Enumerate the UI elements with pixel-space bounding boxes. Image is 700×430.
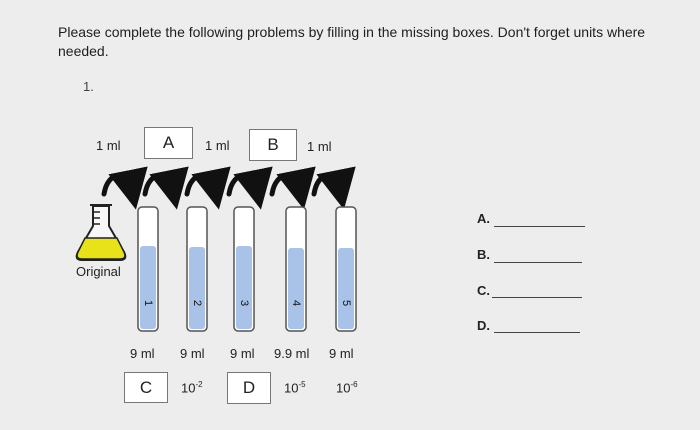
transfer-volume-3: 1 ml [307,139,332,154]
transfer-arrows [101,166,356,210]
dilution-factor-tube5: 10-6 [336,380,358,396]
arrow-1 [101,166,148,210]
arrow-2 [142,166,189,210]
answer-label-a: A. [477,211,490,226]
flask-label: Original [76,264,121,279]
answer-label-d: D. [477,318,490,333]
arrow-6 [311,166,356,210]
answer-box-d: D [227,372,271,404]
dilution-factor-tube4: 10-5 [284,380,306,396]
answer-blank-c[interactable] [492,297,582,298]
tube-volume-4: 9.9 ml [274,346,310,361]
answer-box-c: C [124,372,168,403]
test-tube-3 [233,206,255,332]
arrow-4 [226,166,273,210]
tube-volume-3: 9 ml [230,346,255,361]
tube-number-5: 5 [340,299,352,307]
answer-box-a: A [144,127,193,159]
test-tube-4 [285,206,307,332]
problem-number: 1. [83,79,94,94]
tube-volume-1: 9 ml [130,346,155,361]
answer-blank-a[interactable] [494,226,585,227]
instructions: Please complete the following problems b… [58,24,646,59]
answer-blank-d[interactable] [494,332,580,333]
transfer-volume-1: 1 ml [96,138,121,153]
arrow-3 [184,166,231,210]
test-tube-2 [186,206,208,332]
answer-label-c: C. [477,283,490,298]
answer-blank-b[interactable] [494,262,582,263]
arrow-5 [269,166,316,210]
transfer-volume-2: 1 ml [205,138,230,153]
tube-number-3: 3 [238,299,250,307]
answer-label-b: B. [477,247,490,262]
answer-box-b: B [249,129,297,161]
tube-number-2: 2 [191,299,203,307]
tube-number-1: 1 [142,299,154,307]
tube-volume-5: 9 ml [329,346,354,361]
test-tube-5 [335,206,357,332]
flask-icon [75,204,127,261]
dilution-factor-tube2: 10-2 [181,380,203,396]
test-tube-1 [137,206,159,332]
tube-volume-2: 9 ml [180,346,205,361]
tube-number-4: 4 [290,299,302,307]
